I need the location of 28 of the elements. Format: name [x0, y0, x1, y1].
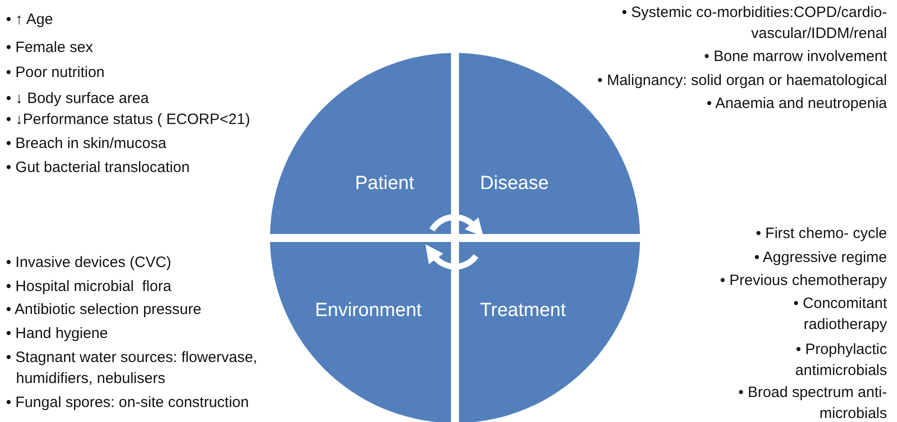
- quadrant-label: Environment: [315, 300, 422, 322]
- list-item: • Antibiotic selection pressure: [6, 300, 202, 320]
- list-item: • Poor nutrition: [6, 63, 105, 83]
- list-item: • Fungal spores: on-site construction: [6, 393, 249, 413]
- list-item: • Malignancy: solid organ or haematological: [597, 71, 887, 91]
- list-item: • Stagnant water sources: flowervase, humidifiers, nebulisers: [6, 348, 258, 389]
- list-item: • Female sex: [6, 38, 93, 58]
- cycle-arrow: [430, 214, 484, 236]
- list-item: • Previous chemotherapy: [720, 271, 887, 291]
- list-item: • Hospital microbial flora: [6, 277, 172, 297]
- list-item: • Bone marrow involvement: [704, 47, 887, 67]
- list-item: • Anaemia and neutropenia: [706, 94, 887, 114]
- list-item: • ↓ Body surface area: [6, 89, 149, 109]
- list-item: • ↑ Age: [6, 10, 53, 30]
- list-item: • Breach in skin/mucosa: [6, 134, 166, 154]
- quadrant-label: Patient: [355, 173, 414, 195]
- list-item: • First chemo- cycle: [756, 224, 887, 244]
- quadrant-label: Disease: [480, 173, 549, 195]
- list-item: • Aggressive regime: [754, 248, 887, 268]
- list-item: • Prophylactic antimicrobials: [794, 340, 887, 381]
- list-item: • Gut bacterial translocation: [6, 158, 190, 178]
- list-item: • Concomitant radiotherapy: [792, 294, 887, 335]
- list-item: • Hand hygiene: [6, 324, 108, 344]
- list-item: • ↓Performance status ( ECORP<21): [6, 110, 250, 130]
- quadrant-label: Treatment: [480, 300, 566, 322]
- list-item: • Broad spectrum anti-microbials: [737, 383, 887, 422]
- list-item: • Invasive devices (CVC): [6, 253, 172, 273]
- list-item: • Systemic co-morbidities:COPD/cardio-vascular/IDDM/renal: [620, 3, 887, 44]
